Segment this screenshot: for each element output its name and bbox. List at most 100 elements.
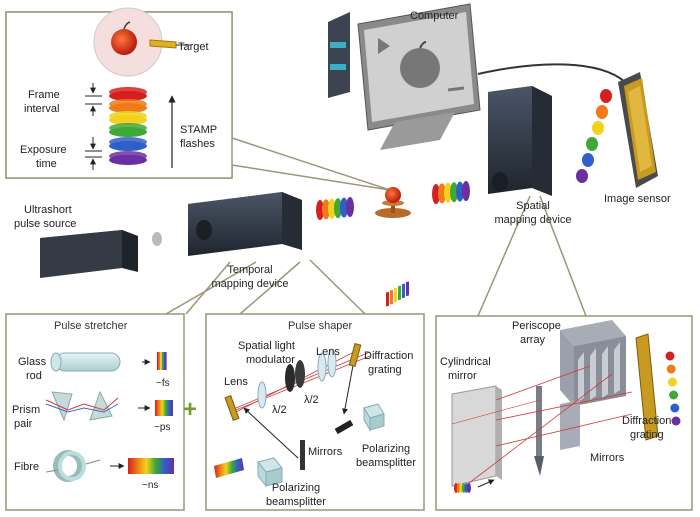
stamp-flash-disc-top — [109, 99, 147, 109]
shaper-grating-label-1: Diffraction — [364, 350, 414, 362]
pulse-disc — [432, 184, 440, 204]
shaper-output-stripes — [386, 281, 409, 307]
temporal-mapping-device — [188, 192, 302, 256]
laser-pulse-dot — [152, 232, 162, 246]
spatial-input-pulse — [454, 483, 471, 493]
slm-label-2: modulator — [246, 354, 295, 366]
stamp-flash-stack — [109, 87, 147, 165]
frame-interval-label-1: Frame — [28, 89, 60, 101]
target-bullet-icon — [149, 39, 177, 49]
spatial-mirror-block — [560, 400, 580, 450]
target-apple-icon — [111, 29, 137, 55]
left-grating — [224, 395, 240, 421]
sensor-flash-dot — [596, 105, 608, 119]
fs-label: ~fs — [156, 378, 170, 389]
callout-line-spatial — [477, 195, 531, 317]
polarizing-bs-right-label-1: Polarizing — [361, 443, 411, 455]
prism-pair-label-1: Prism — [12, 404, 41, 416]
sensor-flash-dot — [576, 169, 588, 183]
pulse-disc — [462, 181, 470, 201]
fs-bar — [163, 352, 165, 370]
pulse-disc — [334, 198, 342, 219]
shaper-mirror-2 — [334, 419, 354, 435]
temporal-mapping-label-1: Temporal — [227, 264, 273, 276]
stamp-flash-disc-top — [109, 151, 147, 161]
ultrashort-label-2: pulse source — [14, 218, 77, 230]
ps-label: ~ps — [154, 422, 171, 433]
shaper-output-stripe — [390, 289, 393, 305]
glass-rod-label-1: Glass — [18, 356, 47, 368]
spatial-output-dot — [670, 403, 680, 413]
ultrashort-pulse-source — [40, 230, 138, 278]
spatial-diffraction-grating — [635, 333, 659, 441]
spatial-mapping-label-2: mapping device — [494, 214, 572, 226]
ns-spectrum — [128, 458, 174, 474]
prism-pair-label-2: pair — [14, 418, 33, 430]
glass-rod-icon — [50, 352, 121, 372]
spatial-grating-label-2: grating — [630, 429, 664, 441]
fs-bar — [160, 352, 162, 370]
shaper-mirrors-label: Mirrors — [308, 446, 343, 458]
callout-line-shaper — [239, 261, 301, 315]
periscope-array-icon — [560, 320, 626, 406]
pulse-disc — [340, 197, 348, 218]
pulse-disc — [450, 182, 458, 203]
sensor-flash-dot — [592, 121, 604, 135]
polarizing-bs-bottom-label-2: beamsplitter — [266, 496, 326, 508]
spatial-mirror-rod — [536, 386, 542, 456]
pulse-disc — [316, 200, 324, 220]
polarizing-beamsplitter-right — [363, 403, 385, 432]
spatial-output-dot — [665, 351, 675, 361]
sensor-flash-dot — [586, 137, 598, 151]
shaper-diffraction-grating — [348, 342, 362, 368]
pulse-shaper-title: Pulse shaper — [288, 320, 353, 332]
computer-monitor — [328, 3, 481, 150]
pulse-stretcher-title: Pulse stretcher — [54, 320, 128, 332]
lambda-half-a-label: λ/2 — [272, 404, 287, 416]
fibre-coil-icon — [45, 450, 101, 482]
fs-bar — [161, 352, 164, 370]
spatial-mapping-device — [488, 86, 552, 196]
callout-line-stretcher — [185, 261, 231, 315]
spatial-output-dots — [665, 351, 681, 426]
periscope-array-label-1: Periscope — [512, 320, 561, 332]
pulse-disc — [444, 182, 452, 203]
fibre-label: Fibre — [14, 461, 40, 473]
periscope-array-label-2: array — [520, 334, 546, 346]
shaper-output-stripe — [406, 281, 409, 297]
shaper-output-stripe — [386, 291, 389, 307]
stamp-flashes-label-1: STAMP — [180, 124, 218, 136]
lens-right-label: Lens — [316, 346, 340, 358]
prism-pair-icon — [45, 390, 119, 422]
lambda-half-b-label: λ/2 — [304, 394, 319, 406]
pulse-disc — [456, 181, 464, 202]
spatial-mirrors-label: Mirrors — [590, 452, 625, 464]
sensor-flash-dot — [582, 153, 594, 167]
stamp-flash-disc-top — [109, 87, 147, 97]
fs-bar — [165, 352, 167, 370]
ps-spectrum — [155, 400, 173, 416]
spatial-input-disc — [467, 483, 471, 493]
exposure-time-label-1: Exposure — [20, 144, 67, 156]
spatial-output-dot — [667, 377, 677, 387]
polarizing-bs-right-label-2: beamsplitter — [356, 457, 416, 469]
target-on-stand — [375, 187, 411, 218]
fs-bar — [157, 352, 159, 370]
stamp-flash-disc-top — [109, 111, 147, 121]
spatial-output-dot — [666, 364, 676, 374]
slm-label-1: Spatial light — [238, 340, 295, 352]
lens-left-icon — [257, 381, 267, 409]
shaper-output-stripe — [398, 285, 401, 301]
computer-label: Computer — [410, 10, 459, 22]
cylindrical-mirror-label-1: Cylindrical — [440, 356, 491, 368]
shaper-input-spectrum — [214, 458, 244, 478]
pulse-train-temporal — [316, 197, 354, 220]
pulse-disc — [346, 197, 354, 217]
slm-element — [285, 364, 295, 392]
image-sensor-flash-dots — [576, 89, 612, 183]
shaper-grating-label-2: grating — [368, 364, 402, 376]
lens-left-label: Lens — [224, 376, 248, 388]
spatial-output-dot — [669, 390, 679, 400]
polarizing-beamsplitter-bottom — [257, 457, 283, 488]
